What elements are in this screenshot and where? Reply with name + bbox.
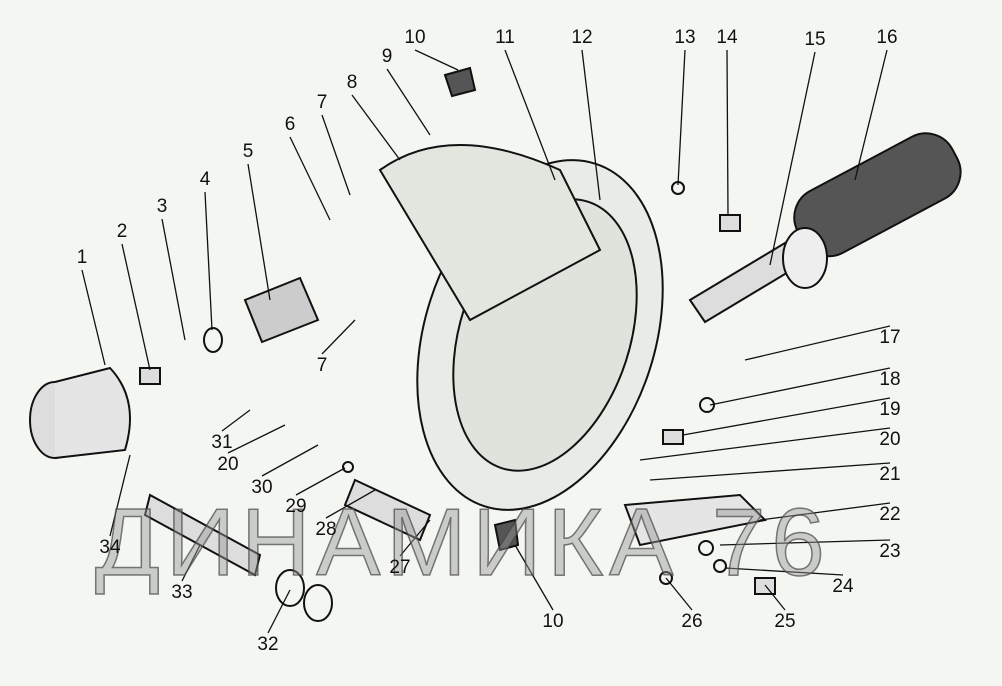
bolt (719, 214, 741, 232)
leader-line-26 (665, 577, 693, 611)
leader-line-33 (181, 544, 201, 582)
callout-26: 26 (681, 611, 703, 632)
callout-31: 31 (211, 432, 233, 453)
leader-line-18 (709, 367, 891, 406)
shaft (143, 493, 262, 577)
leader-line-1 (81, 269, 106, 366)
callout-21: 21 (879, 464, 901, 485)
leader-line-19 (682, 397, 891, 436)
leader-line-10 (514, 544, 554, 611)
callout-14: 14 (716, 27, 738, 48)
callout-8: 8 (346, 72, 358, 93)
leader-line-27 (399, 519, 431, 557)
leader-line-2 (121, 243, 151, 371)
ring (303, 584, 333, 622)
callout-20: 20 (217, 454, 239, 475)
leader-line-34 (109, 454, 131, 537)
callout-22: 22 (879, 504, 901, 525)
leader-line-14 (726, 49, 729, 216)
leader-line-25 (764, 584, 786, 611)
callout-23: 23 (879, 541, 901, 562)
leader-line-22 (759, 502, 891, 521)
callout-11: 11 (495, 27, 515, 48)
leader-line-13 (677, 49, 686, 186)
callout-10: 10 (542, 611, 564, 632)
callout-19: 19 (879, 399, 901, 420)
washer (713, 559, 727, 573)
watermark: ДИНАМИКА 76 (94, 488, 831, 597)
leader-line-6 (289, 136, 331, 221)
leader-line-5 (247, 163, 271, 301)
callout-5: 5 (242, 141, 254, 162)
leader-line-8 (351, 94, 401, 161)
callout-3: 3 (156, 196, 168, 217)
leader-line-28 (325, 489, 376, 519)
callout-15: 15 (804, 29, 826, 50)
bolt (139, 367, 161, 385)
leader-line-21 (649, 462, 891, 481)
leader-line-31 (221, 409, 251, 432)
callout-25: 25 (774, 611, 796, 632)
leader-line-11 (504, 49, 556, 181)
leader-line-10 (414, 49, 459, 71)
leader-line-23 (719, 539, 891, 546)
callout-16: 16 (876, 27, 898, 48)
callout-6: 6 (284, 114, 296, 135)
leader-line-30 (261, 444, 319, 477)
plug (493, 518, 520, 552)
leader-line-20 (639, 427, 891, 461)
leader-line-29 (295, 467, 346, 496)
callout-20: 20 (879, 429, 901, 450)
callout-28: 28 (315, 519, 337, 540)
callout-29: 29 (285, 496, 307, 517)
callout-7: 7 (316, 355, 328, 376)
callout-1: 1 (76, 247, 88, 268)
ring (275, 569, 305, 607)
leader-line-7 (321, 114, 351, 196)
callout-7: 7 (316, 92, 328, 113)
washer (203, 327, 223, 353)
housing-body (378, 144, 602, 322)
callout-13: 13 (674, 27, 696, 48)
callout-33: 33 (171, 582, 193, 603)
plug (443, 66, 477, 98)
callout-27: 27 (389, 557, 411, 578)
washer (659, 571, 673, 585)
callout-34: 34 (99, 537, 121, 558)
callout-12: 12 (571, 27, 593, 48)
leader-line-3 (161, 218, 186, 341)
coupling-body (54, 366, 131, 459)
bolt (662, 429, 684, 445)
callout-17: 17 (879, 327, 901, 348)
callout-4: 4 (199, 169, 211, 190)
callout-30: 30 (251, 477, 273, 498)
callout-9: 9 (381, 46, 393, 67)
washer (698, 540, 714, 556)
leader-line-17 (744, 325, 891, 361)
callout-24: 24 (832, 576, 854, 597)
callout-10: 10 (404, 27, 426, 48)
callout-2: 2 (116, 221, 128, 242)
callout-32: 32 (257, 634, 279, 655)
callout-18: 18 (879, 369, 901, 390)
leader-line-9 (386, 68, 431, 136)
leader-line-32 (267, 589, 291, 634)
leader-line-16 (854, 49, 888, 181)
leader-line-4 (204, 191, 213, 331)
washer (699, 397, 715, 413)
leader-line-15 (769, 51, 816, 266)
gear (243, 276, 320, 344)
filter-end (782, 227, 828, 289)
leader-line-12 (581, 49, 601, 201)
leader-line-20 (227, 424, 286, 454)
ball (342, 461, 354, 473)
leader-line-24 (724, 567, 844, 576)
leader-line-7 (321, 319, 356, 355)
